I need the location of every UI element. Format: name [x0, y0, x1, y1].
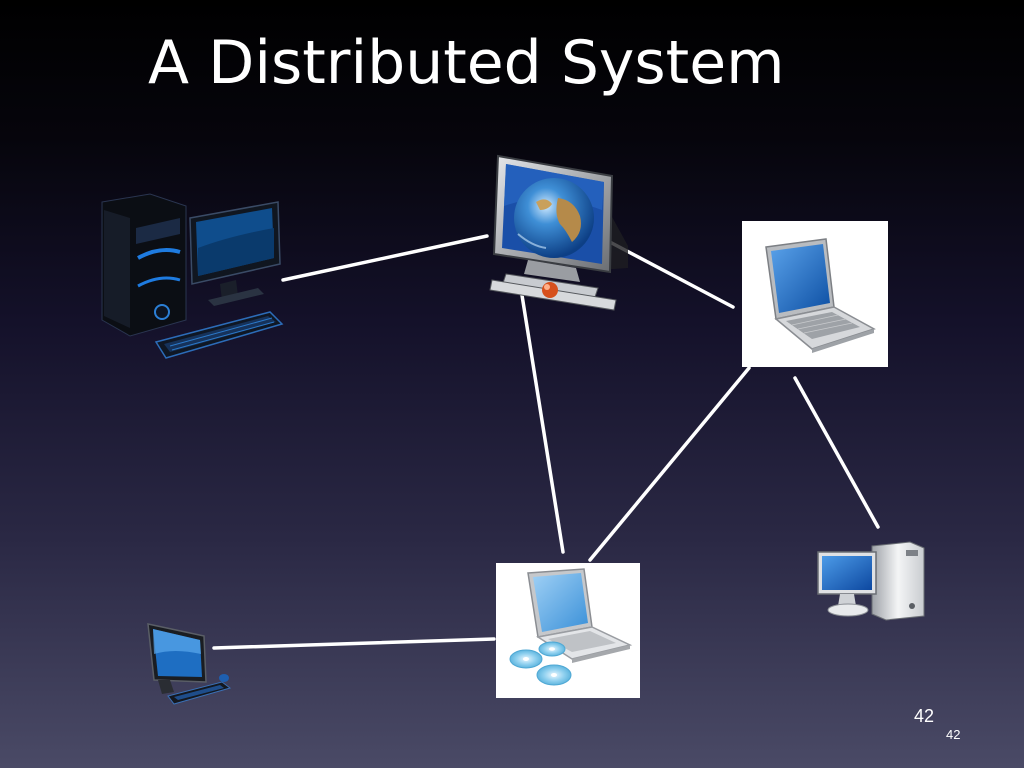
node-network-server [488, 150, 628, 320]
link-laptop-top-workstation [793, 376, 880, 529]
node-gaming-desktop [90, 188, 290, 378]
node-laptop-top [742, 221, 888, 367]
globe-monitor-icon [489, 154, 628, 311]
node-laptop-bottom [496, 563, 640, 698]
desktop-tower-icon [101, 193, 284, 359]
link-allinone-laptop-bottom [212, 637, 496, 650]
node-workstation [814, 540, 926, 622]
link-desktop-server [281, 234, 489, 282]
desktop-monitor-tower-icon [817, 541, 925, 621]
slide-title: A Distributed System [148, 28, 785, 98]
page-number: 42 [914, 706, 935, 726]
link-laptop-top-laptop-bottom [588, 366, 751, 562]
laptop-icon [765, 238, 876, 353]
node-all-in-one [144, 620, 236, 708]
link-server-laptop-bottom [519, 287, 565, 554]
laptop-with-discs-icon [509, 568, 633, 686]
page-number-footer: 42 [946, 727, 961, 742]
all-in-one-pc-icon [147, 623, 232, 705]
